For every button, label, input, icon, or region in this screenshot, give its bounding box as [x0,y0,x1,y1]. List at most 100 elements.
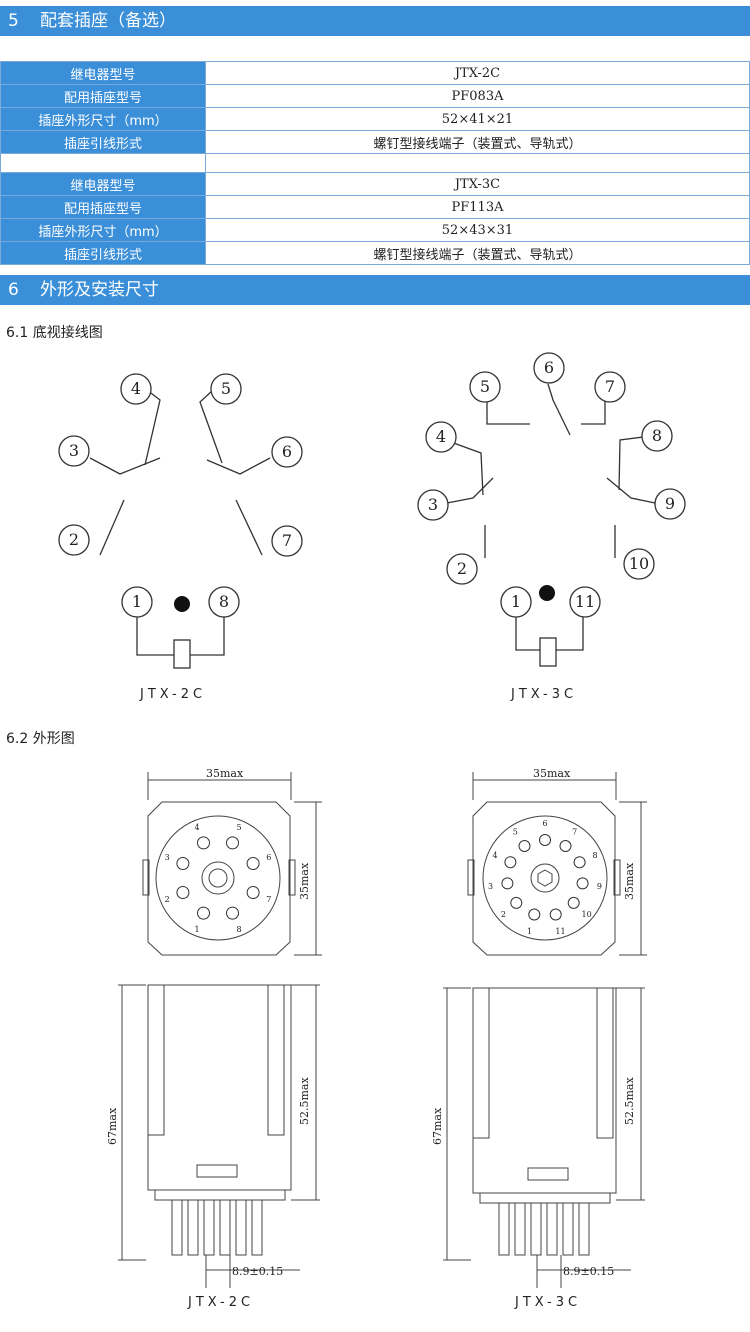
socket-pin-number: 7 [572,828,577,837]
pin-label-9: 9 [665,494,675,513]
body-height-dim-label: 52.5max [623,1077,636,1125]
pin-label-11: 11 [575,592,595,611]
relay-pin [514,1202,526,1256]
row-label: 继电器型号 [0,172,206,196]
contact-line-6 [547,383,571,436]
socket-pin-hole [576,877,589,890]
pin-label-6: 6 [544,358,554,377]
section-title: 配套插座（备选） [40,11,176,31]
socket-pin-number: 8 [236,925,241,934]
key-dot [539,585,555,601]
pin-label-6-circle [271,436,303,468]
pin-label-8: 8 [652,426,662,445]
width-dim-label: 35max [206,767,244,780]
socket-pin-number: 8 [592,851,597,860]
width-dim-label: 35max [533,767,571,780]
pin-label-2-circle [446,553,478,585]
pin-label-4: 4 [436,427,446,446]
socket-pin-hole [197,906,210,920]
row-value: JTX-2C [205,61,750,85]
pin-label-11-circle [569,586,601,618]
socket-pin-number: 3 [488,882,493,891]
pin-label-5-circle [469,371,501,403]
table-row: 配用插座型号 PF113A [0,195,750,219]
socket-pin-hole [539,834,551,846]
coil-lead-8 [190,615,225,656]
contact-line-2 [99,499,125,556]
socket-pin-number: 7 [266,895,271,904]
table-row: 插座引线形式 螺钉型接线端子（装置式、导轨式） [0,241,750,265]
pin-label-7: 7 [282,531,292,550]
pin-label-1: 1 [132,592,142,611]
coil-lead-1 [515,615,540,651]
socket-pin-hole [559,840,572,852]
socket-pin-hole [504,856,517,869]
relay-pin [203,1199,215,1256]
pin-label-3-circle [417,489,449,521]
contact-line-8 [618,435,652,491]
row-label: 插座外形尺寸（mm） [0,107,206,131]
relay-pin [171,1199,183,1256]
socket-pin-hole [226,836,239,850]
pin-label-8: 8 [219,592,229,611]
section-6-header: 6 外形及安装尺寸 [0,275,750,305]
relay-pin [546,1202,558,1256]
table-row: 继电器型号 JTX-2C [0,61,750,85]
pin-label-4: 4 [131,379,141,398]
pin-label-4-circle [425,421,457,453]
wiring-caption-jtx3c: JTX-3C [511,687,578,702]
table-row: 插座引线形式 螺钉型接线端子（装置式、导轨式） [0,130,750,154]
row-value: 螺钉型接线端子（装置式、导轨式） [205,241,750,265]
pin-label-6-circle [533,352,565,384]
row-label: 插座外形尺寸（mm） [0,218,206,242]
outline-caption-jtx3c: JTX-3C [515,1295,582,1310]
relay-pin [219,1199,231,1256]
socket-pin-hole [510,896,523,909]
section-5-header: 5 配套插座（备选） [0,6,750,36]
socket-pin-hole [246,857,260,870]
contact-line-9 [606,477,656,504]
socket-pin-hole [518,840,531,852]
relay-pin [578,1202,590,1256]
pin-label-1-circle [500,586,532,618]
socket-pin-number: 4 [194,823,199,832]
table-row: 配用插座型号 PF083A [0,84,750,108]
body-height-dim-label: 52.5max [298,1077,311,1125]
socket-pin-hole [176,886,190,899]
row-value: PF083A [205,84,750,108]
socket-pin-number: 1 [527,927,532,936]
pin-label-3-circle [58,435,90,467]
table-row: 插座外形尺寸（mm） 52×41×21 [0,107,750,131]
socket-pin-number: 6 [542,819,547,828]
table-spacer-row [0,153,750,173]
pin-label-8-circle [641,420,673,452]
coil-symbol [539,637,557,667]
row-value: 52×43×31 [205,218,750,242]
table-row: 插座外形尺寸（mm） 52×43×31 [0,218,750,242]
socket-pin-number: 2 [165,895,170,904]
row-value: PF113A [205,195,750,219]
pin-label-10: 10 [629,554,649,573]
socket-pin-hole [176,857,190,870]
pin-label-7-circle [594,371,626,403]
coil-lead-1 [136,615,174,656]
relay-pin [530,1202,542,1256]
pin-label-1-circle [121,586,153,618]
key-dot [174,596,190,612]
contact-line-3 [446,477,494,504]
pin-label-9-circle [654,488,686,520]
row-value: 52×41×21 [205,107,750,131]
coil-lead-11 [556,615,584,651]
socket-pin-hole [197,836,210,850]
relay-pin [235,1199,247,1256]
section-title: 外形及安装尺寸 [40,280,159,300]
pin-label-7-circle [271,525,303,557]
pin-label-2-circle [58,524,90,556]
outline-caption-jtx2c: JTX-2C [188,1295,255,1310]
contact-line-4 [144,389,161,466]
socket-pin-hole [567,896,580,909]
socket-pin-number: 4 [492,851,497,860]
